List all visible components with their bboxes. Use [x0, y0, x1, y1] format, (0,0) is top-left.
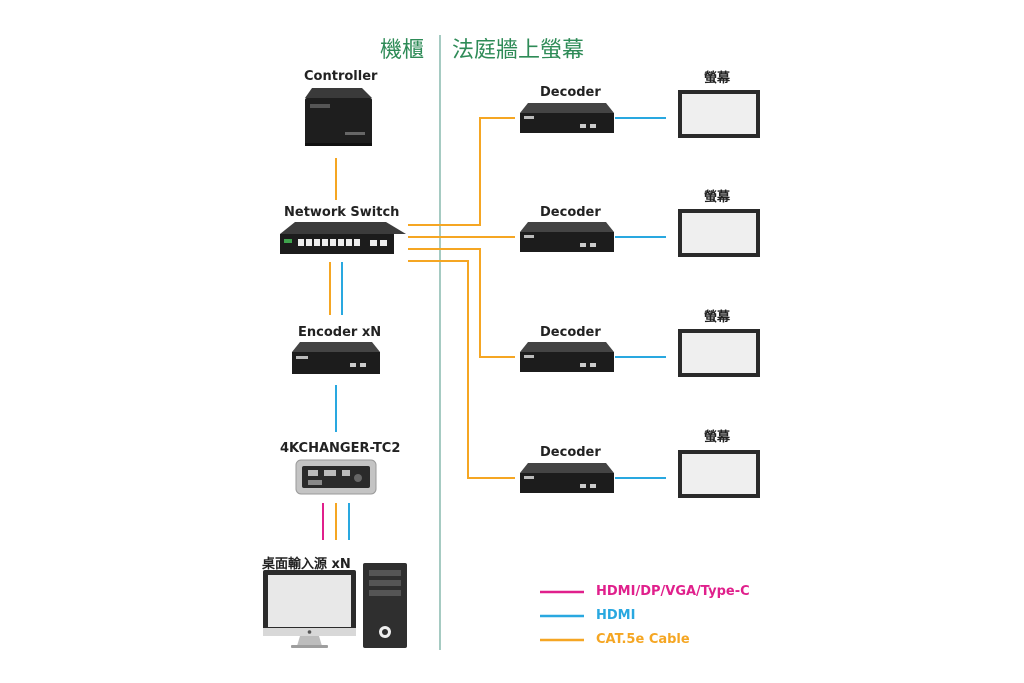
- screen-device-2: [678, 209, 760, 257]
- label-screen-3: 螢幕: [704, 310, 731, 325]
- header-cabinet: 機櫃: [380, 38, 425, 63]
- screen-device-1: [678, 90, 760, 138]
- legend-label-cat: CAT.5e Cable: [596, 632, 690, 647]
- decoder-device-3: [520, 342, 614, 372]
- changer-device: [295, 459, 377, 495]
- label-desktop: 桌面輸入源 xN: [262, 557, 351, 572]
- desktop-tower: [363, 563, 407, 648]
- decoder-device-4: [520, 463, 614, 493]
- legend-label-hdmi: HDMI: [596, 608, 636, 623]
- label-decoder-1: Decoder: [540, 85, 601, 100]
- screen-device-4: [678, 450, 760, 498]
- screen-device-3: [678, 329, 760, 377]
- decoder-device-1: [520, 103, 614, 133]
- label-decoder-4: Decoder: [540, 445, 601, 460]
- label-decoder-3: Decoder: [540, 325, 601, 340]
- label-changer: 4KCHANGER-TC2: [280, 441, 401, 456]
- label-controller: Controller: [304, 69, 378, 84]
- desktop-monitor: [263, 570, 356, 648]
- network-switch-device: [280, 222, 406, 254]
- legend-label-multi: HDMI/DP/VGA/Type-C: [596, 584, 750, 599]
- label-screen-4: 螢幕: [704, 430, 731, 445]
- encoder-device: [292, 342, 380, 374]
- label-network-switch: Network Switch: [284, 205, 400, 220]
- label-screen-2: 螢幕: [704, 190, 731, 205]
- label-screen-1: 螢幕: [704, 71, 731, 86]
- cable-switch-decoder-1: [408, 117, 515, 226]
- label-encoder: Encoder xN: [298, 325, 382, 340]
- decoder-device-2: [520, 222, 614, 252]
- cable-switch-decoder-4: [408, 260, 515, 479]
- cable-switch-decoder-3: [408, 248, 515, 358]
- header-wall-screens: 法庭牆上螢幕: [452, 38, 585, 63]
- label-decoder-2: Decoder: [540, 205, 601, 220]
- controller-device: [305, 88, 372, 146]
